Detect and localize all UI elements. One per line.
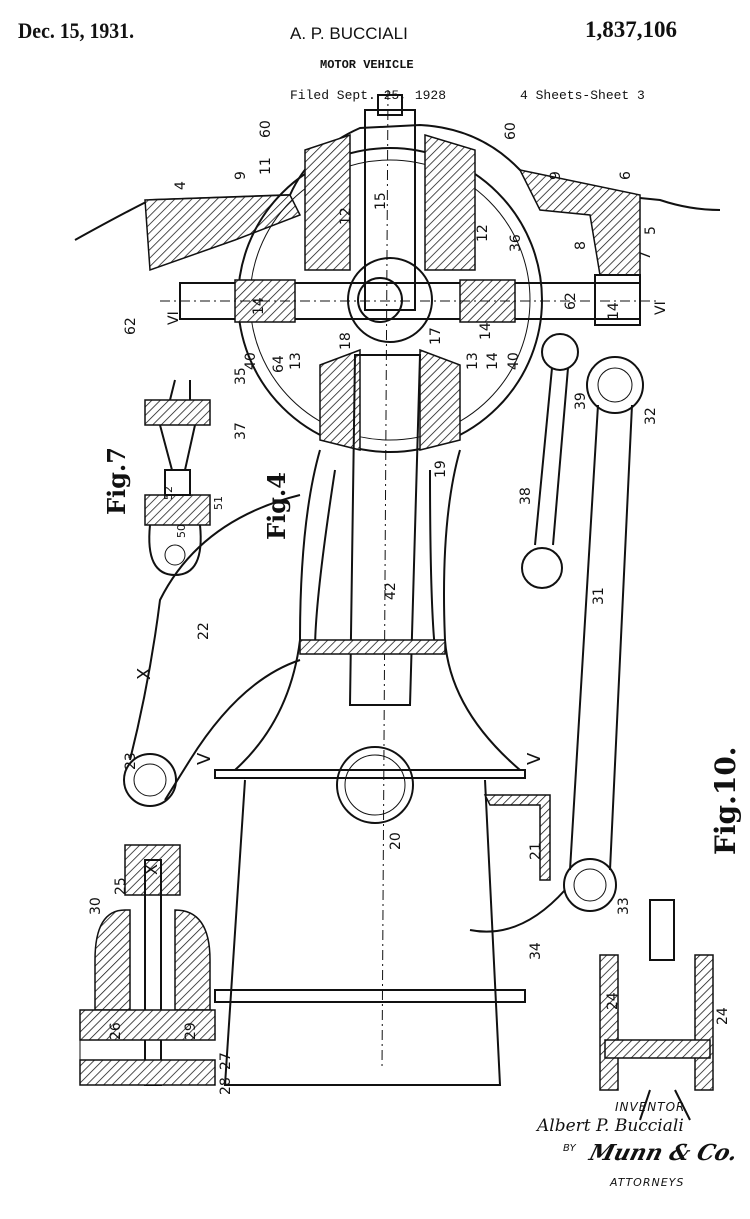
ref-numeral: 34 xyxy=(528,942,544,960)
ref-numeral: 37 xyxy=(233,422,249,440)
ref-numeral: 11 xyxy=(258,157,274,175)
fig4-label: Fig.4 xyxy=(262,472,291,540)
fig10-detail-drawing xyxy=(599,899,714,1121)
fig4-drawing xyxy=(74,89,721,1086)
ref-numeral: 29 xyxy=(183,1022,199,1040)
ref-numeral: 32 xyxy=(643,407,659,425)
ref-numeral: 62 xyxy=(563,292,579,310)
ref-numeral: 13 xyxy=(288,352,304,370)
ref-numeral: 35 xyxy=(233,367,249,385)
ref-numeral: 24 xyxy=(715,1007,731,1025)
ref-numeral: 60 xyxy=(258,120,274,138)
patent-title: MOTOR VEHICLE xyxy=(320,58,414,72)
ref-numeral: 9 xyxy=(233,171,249,180)
ref-numeral: 33 xyxy=(616,897,632,915)
ref-numeral: 20 xyxy=(388,832,404,850)
ref-numeral: 12 xyxy=(475,224,491,242)
ref-numeral: 36 xyxy=(508,234,524,252)
ref-numeral: X xyxy=(134,668,155,680)
ref-numeral: 26 xyxy=(108,1022,124,1040)
fig7-drawing xyxy=(144,379,211,577)
ref-numeral: 64 xyxy=(271,355,287,373)
ref-numeral: 50 xyxy=(175,524,188,538)
ref-numeral: 8 xyxy=(573,241,589,250)
inventor-label: INVENTOR xyxy=(615,1100,686,1114)
ref-numeral: 4 xyxy=(173,181,189,190)
ref-numeral: 14 xyxy=(485,352,501,370)
fig7-label: Fig.7 xyxy=(102,447,131,515)
ref-numeral: 17 xyxy=(428,327,444,345)
ref-numeral: 62 xyxy=(123,317,139,335)
ref-numeral: VI xyxy=(166,311,182,325)
ref-numeral: 31 xyxy=(591,587,607,605)
ref-numeral: V xyxy=(524,752,545,765)
sheet-count: 4 Sheets-Sheet 3 xyxy=(520,88,645,103)
ref-numeral: 25 xyxy=(113,877,129,895)
ref-numeral: 23 xyxy=(123,752,139,770)
ref-numeral: 13 xyxy=(465,352,481,370)
ref-numeral: 14 xyxy=(606,302,622,320)
ref-numeral: 39 xyxy=(573,392,589,410)
ref-numeral: 6 xyxy=(618,171,634,180)
ref-numeral: 14 xyxy=(251,297,267,315)
ref-numeral: 5 xyxy=(643,226,659,235)
ref-numeral: 52 xyxy=(162,486,175,500)
ref-numeral: VI xyxy=(653,301,669,315)
ref-numeral: 14 xyxy=(478,322,494,340)
ref-numeral: 24 xyxy=(605,992,621,1010)
ref-numeral: 28 xyxy=(218,1077,234,1095)
ref-numeral: X xyxy=(142,864,161,875)
ref-numeral: 18 xyxy=(338,332,354,350)
ref-numeral: 40 xyxy=(506,352,522,370)
ref-numeral: 40 xyxy=(243,352,259,370)
reference-numerals: 60 60 11 4 9 15 12 12 36 9 6 5 8 7 62 VI… xyxy=(88,120,731,1095)
ref-numeral: 38 xyxy=(518,487,534,505)
ref-numeral: 19 xyxy=(433,460,449,478)
inventor-signature: Albert P. Bucciali xyxy=(537,1116,684,1136)
attorneys-label: ATTORNEYS xyxy=(610,1176,685,1189)
ref-numeral: 7 xyxy=(638,251,654,260)
fig10-drawing xyxy=(79,844,216,1086)
ref-numeral: 12 xyxy=(338,207,354,225)
attorney-signature: Munn & Co. xyxy=(586,1140,741,1166)
inventor-name: A. P. BUCCIALI xyxy=(290,24,408,43)
ref-numeral: 27 xyxy=(218,1052,234,1070)
ref-numeral: 22 xyxy=(196,622,212,640)
ref-numeral: 60 xyxy=(503,122,519,140)
filed-date: Filed Sept. 25, 1928 xyxy=(290,88,447,103)
ref-numeral: V xyxy=(194,752,215,765)
patent-number: 1,837,106 xyxy=(585,17,677,42)
ref-numeral: 42 xyxy=(383,582,399,600)
ref-numeral: 15 xyxy=(373,192,389,210)
by-label: BY xyxy=(563,1143,576,1154)
ref-numeral: 30 xyxy=(88,897,104,915)
ref-numeral: 9 xyxy=(548,171,564,180)
fig10-label: Fig.10. xyxy=(709,746,742,855)
ref-numeral: 21 xyxy=(528,842,544,860)
patent-date: Dec. 15, 1931. xyxy=(18,18,135,43)
ref-numeral: 51 xyxy=(212,496,225,510)
